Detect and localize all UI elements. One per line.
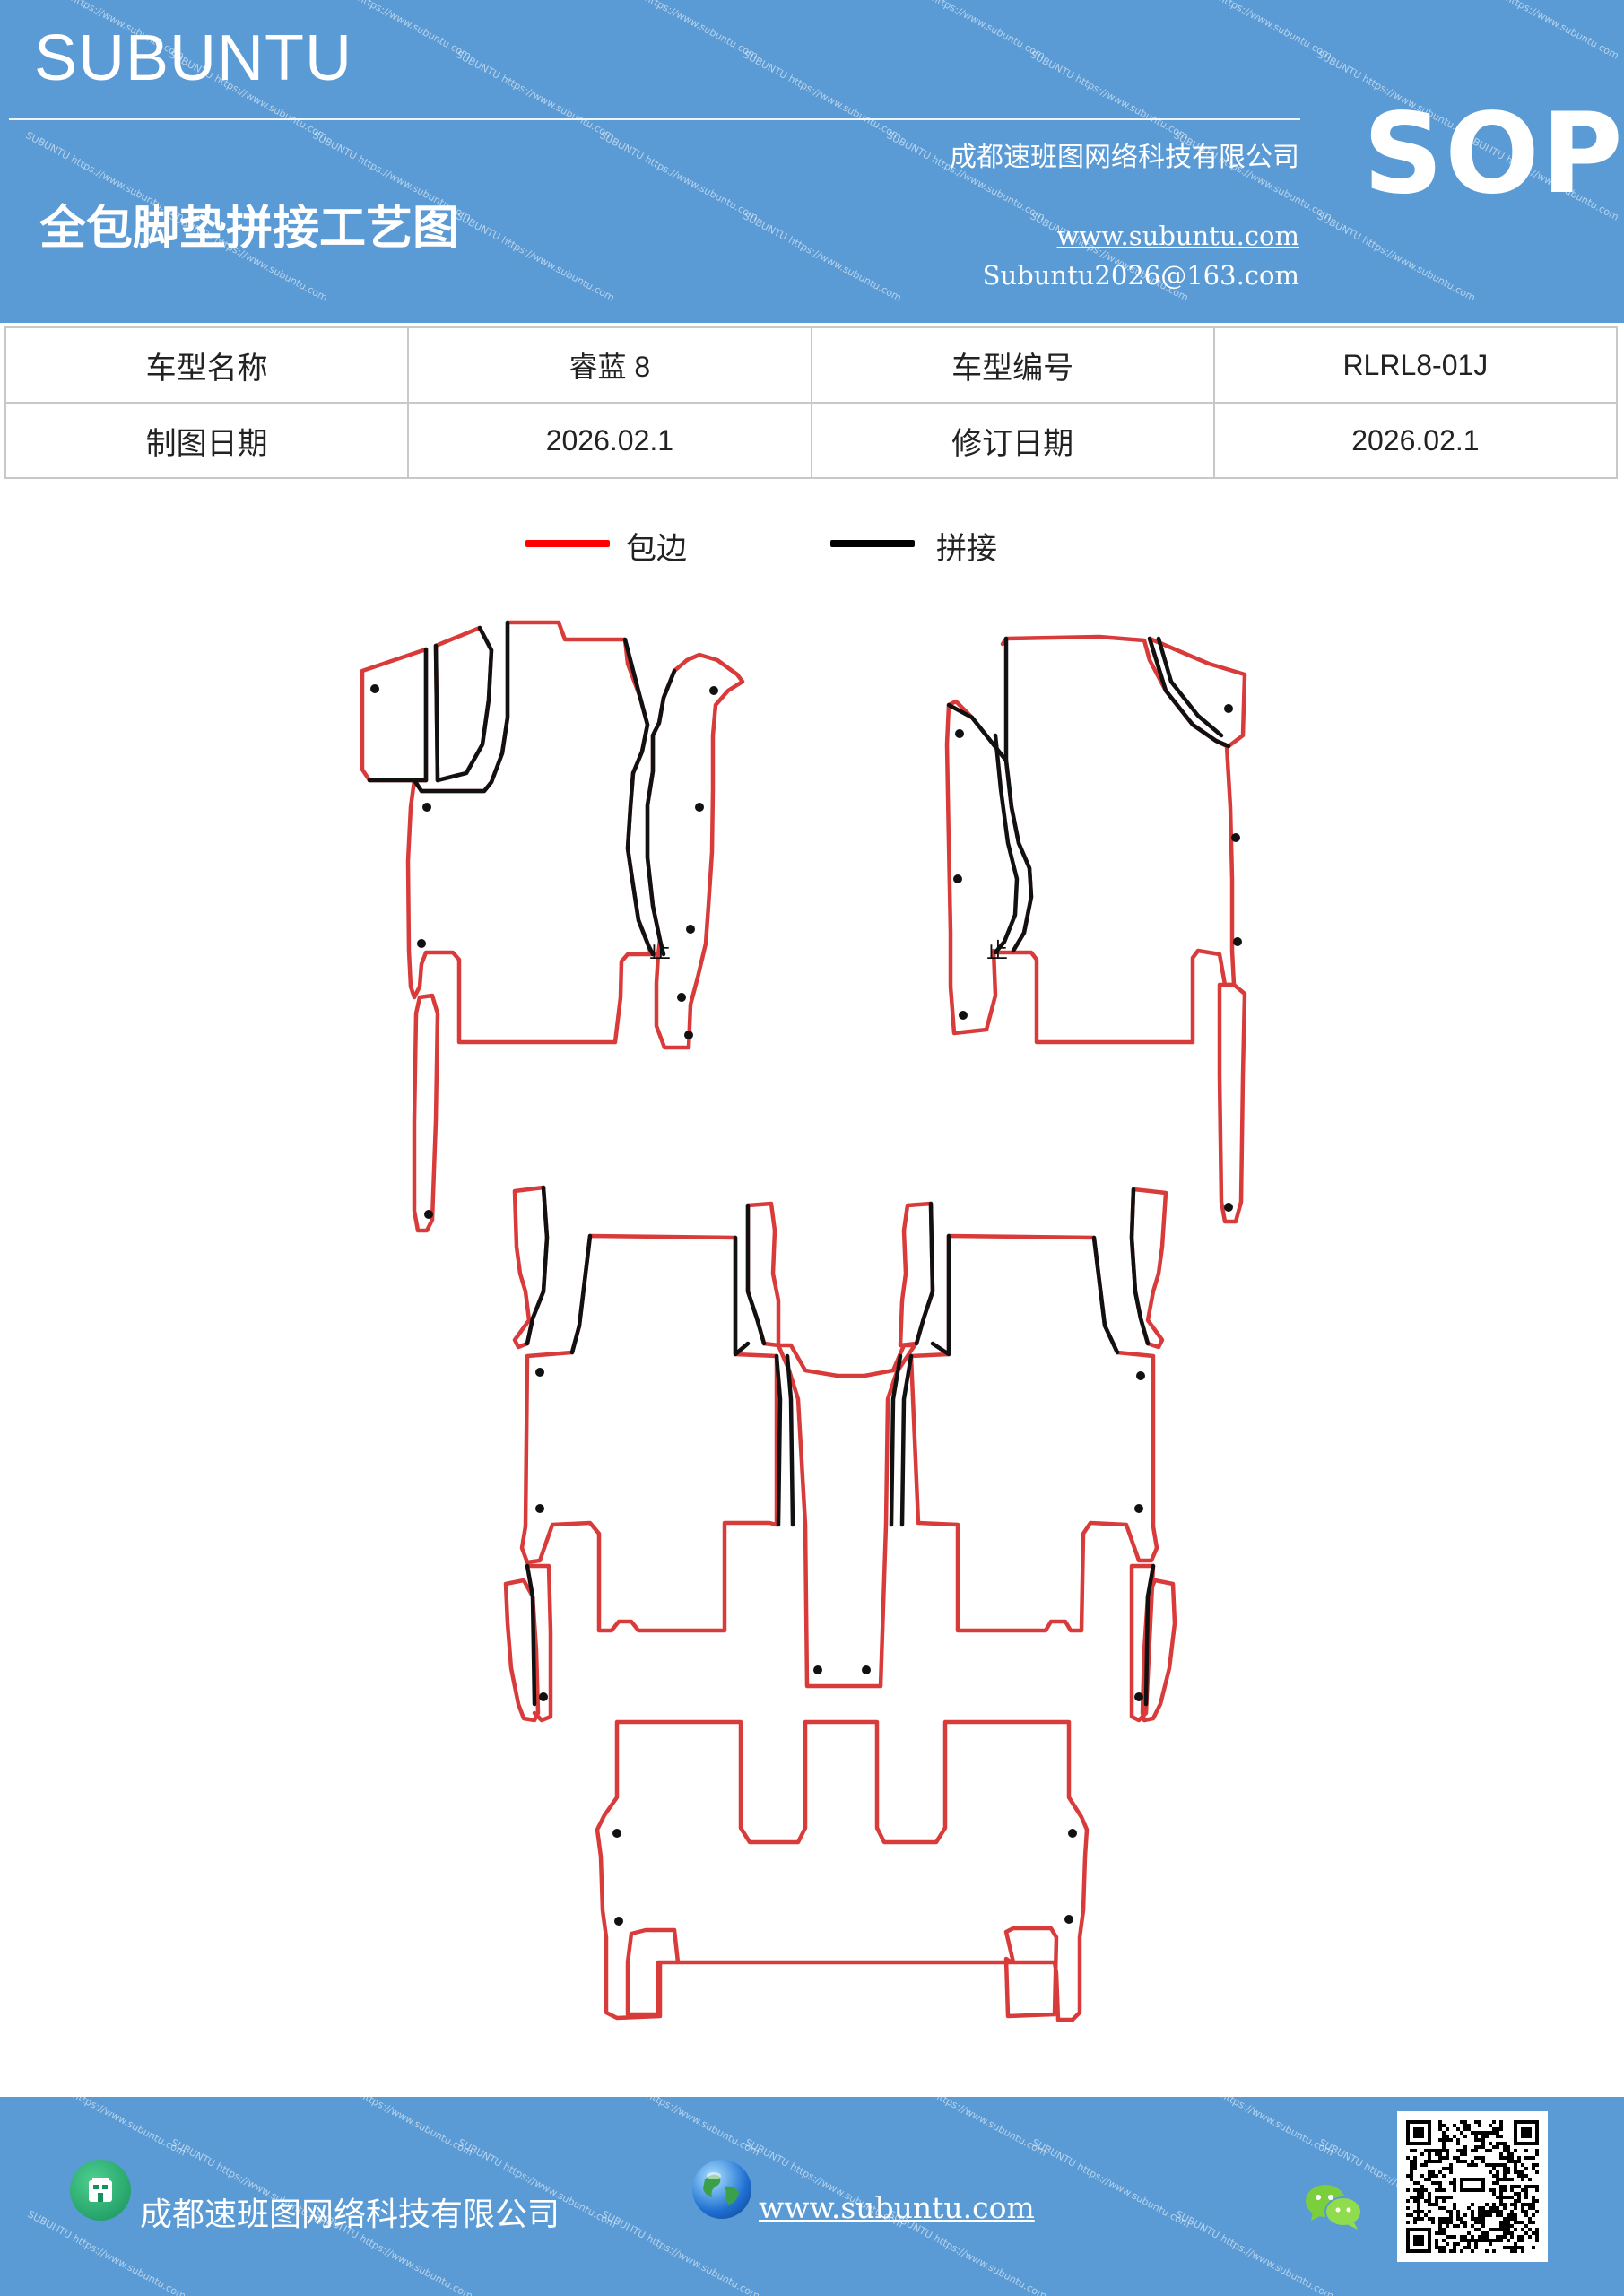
legend: 包边 拼接: [0, 520, 1624, 574]
stop-marker-right: 止: [986, 938, 1008, 963]
second-row-mat: [503, 1185, 1177, 1723]
globe-icon: [692, 2160, 751, 2219]
watermark-text: SUBUNTU https://www.subuntu.com: [25, 2097, 188, 2159]
legend-splice-label: 拼接: [936, 531, 997, 567]
vehicle-info-table: 车型名称 睿蓝 8 车型编号 RLRL8-01J 制图日期 2026.02.1 …: [4, 326, 1619, 479]
model-code-label: 车型编号: [810, 326, 1215, 404]
front-right-splice-panel-b: [1156, 636, 1224, 738]
legend-edge-label: 包边: [626, 531, 687, 567]
second-splice-right-tunnel-a: [899, 1353, 914, 1527]
info-row: 车型名称 睿蓝 8 车型编号 RLRL8-01J: [4, 326, 1619, 404]
second-splice-left-bolster: [733, 1235, 751, 1357]
front-left-splice-console-b: [645, 668, 677, 957]
watermark-text: SUBUNTU https://www.subuntu.com: [599, 2208, 762, 2296]
second-right-bolster-edge: [898, 1201, 935, 1348]
front-right-splice-console-a: [1003, 636, 1034, 953]
front-left-sill-strip-edge: [412, 993, 440, 1233]
header-banner: SUBUNTU 全包脚垫拼接工艺图 成都速班图网络科技有限公司 www.subu…: [0, 0, 1624, 323]
second-left-sill-b-edge: [525, 1563, 553, 1723]
header-website-link[interactable]: www.subuntu.com: [1056, 221, 1299, 251]
second-splice-right-upper: [1129, 1187, 1151, 1346]
second-splice-right-tunnel-b: [889, 1353, 903, 1527]
revise-date-value: 2026.02.1: [1212, 402, 1619, 479]
front-left-main-edge: [405, 620, 745, 1050]
third-row-edge: [595, 1719, 1090, 2022]
watermark-text: SUBUNTU https://www.subuntu.com: [599, 2097, 762, 2159]
second-splice-left-tunnel-b: [785, 1353, 795, 1527]
front-left-footrest-edge: [360, 647, 429, 783]
mounting-holes: [370, 684, 1242, 1926]
brand-name: SUBUNTU: [34, 22, 353, 94]
second-splice-right-sill: [1143, 1563, 1156, 1707]
front-left-splice-kick: [435, 625, 494, 783]
legend-edge-swatch: [525, 540, 610, 547]
second-splice-right-bolster: [930, 1233, 951, 1357]
draw-date-value: 2026.02.1: [407, 402, 812, 479]
second-splice-left-back: [569, 1233, 593, 1355]
sop-badge: SOP: [1363, 90, 1624, 219]
front-right-main-edge: [944, 634, 1237, 1045]
front-right-sill-strip-edge: [1217, 982, 1247, 1224]
front-right-mat: [944, 634, 1247, 1224]
second-splice-left-sill: [525, 1563, 537, 1707]
watermark-text: SUBUNTU https://www.subuntu.com: [312, 2097, 475, 2159]
second-splice-right-bolster-b: [914, 1201, 935, 1346]
third-row-mat: [595, 1719, 1090, 2022]
front-right-splice-panel-a: [1147, 636, 1231, 749]
watermark-text: SUBUNTU https://www.subuntu.com: [886, 2097, 1049, 2159]
stop-marker-left: 止: [649, 938, 671, 963]
model-code-value: RLRL8-01J: [1212, 326, 1619, 404]
second-right-upper-edge: [1129, 1187, 1168, 1350]
front-left-kick-edge: [433, 625, 494, 783]
front-left-splice-side: [412, 620, 510, 794]
building-icon: [70, 2160, 131, 2221]
second-splice-left-bolster-b: [745, 1203, 767, 1346]
second-left-bolster-edge: [745, 1201, 781, 1348]
model-name-label: 车型名称: [4, 326, 410, 404]
info-row: 制图日期 2026.02.1 修订日期 2026.02.1: [4, 402, 1619, 479]
second-splice-left-tunnel-a: [774, 1353, 783, 1527]
draw-date-label: 制图日期: [4, 402, 410, 479]
revise-date-label: 修订日期: [810, 402, 1215, 479]
front-left-splice-inner-b: [433, 643, 440, 783]
footer-website-link[interactable]: www.subuntu.com: [759, 2190, 1035, 2225]
front-right-splice-console-c: [993, 733, 1020, 955]
watermark-text: SUBUNTU https://www.subuntu.com: [1173, 2097, 1336, 2159]
header-divider: [9, 118, 1300, 120]
qr-code: [1397, 2111, 1548, 2262]
header-company-name: 成都速班图网络科技有限公司: [950, 142, 1299, 173]
model-name-value: 睿蓝 8: [407, 326, 812, 404]
second-splice-left-upper: [525, 1185, 550, 1346]
front-left-mat: [360, 620, 745, 1233]
second-left-main-edge: [519, 1233, 779, 1633]
header-email: Subuntu2026@163.com: [982, 260, 1299, 291]
legend-splice-swatch: [830, 540, 915, 547]
wechat-icon: [1302, 2179, 1365, 2233]
footer-company-name: 成都速班图网络科技有限公司: [140, 2196, 560, 2233]
watermark-text: SUBUNTU https://www.subuntu.com: [1029, 2136, 1193, 2231]
document-title: 全包脚垫拼接工艺图: [39, 201, 460, 256]
second-splice-right-back: [1091, 1235, 1120, 1355]
front-left-splice-console-a: [622, 637, 656, 957]
